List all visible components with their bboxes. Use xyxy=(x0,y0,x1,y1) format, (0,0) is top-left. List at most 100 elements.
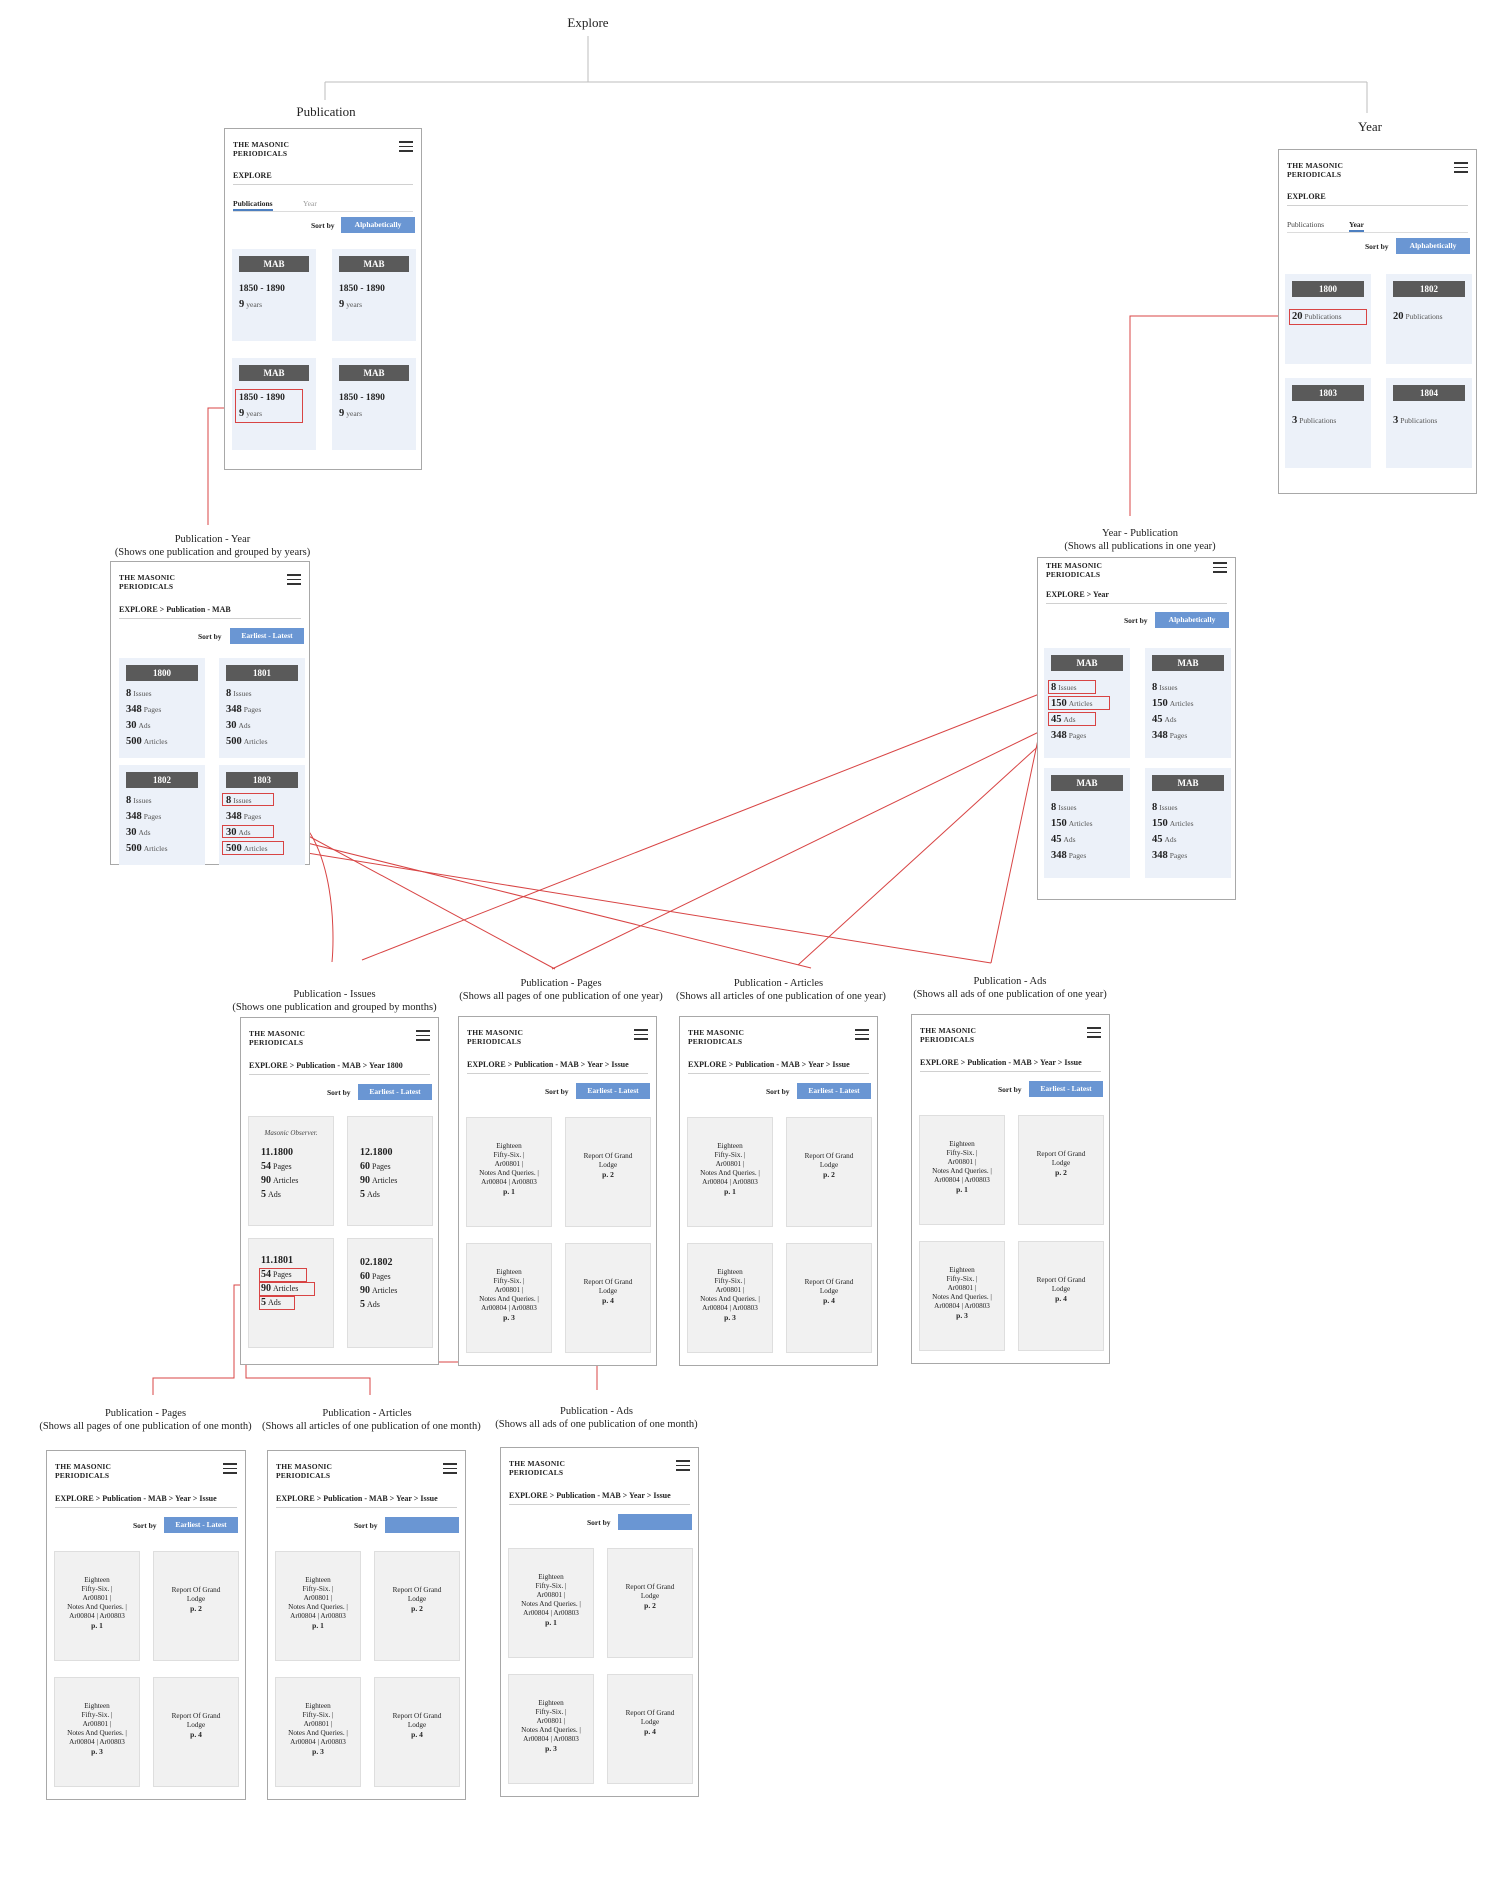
hamburger-icon[interactable] xyxy=(1087,1027,1101,1038)
sort-button[interactable]: Earliest - Latest xyxy=(358,1084,432,1100)
sort-button[interactable]: Earliest - Latest xyxy=(230,628,304,644)
date-range: 1850 - 1890 xyxy=(239,393,285,403)
page-number: p. 1 xyxy=(545,1618,557,1627)
tab-publications[interactable]: Publications xyxy=(1287,220,1325,229)
hamburger-icon[interactable] xyxy=(676,1460,690,1471)
stat-unit: Pages xyxy=(1169,851,1188,860)
tab-year[interactable]: Year xyxy=(1349,220,1364,232)
page-title-line: Report Of Grand xyxy=(392,1586,442,1594)
page-title-line: Lodge xyxy=(640,1592,660,1600)
pages-unit: Pages xyxy=(372,1162,391,1171)
sort-button[interactable]: Alphabetically xyxy=(341,217,415,233)
hamburger-icon[interactable] xyxy=(287,574,301,585)
sort-button[interactable]: Earliest - Latest xyxy=(797,1083,871,1099)
hamburger-icon[interactable] xyxy=(855,1029,869,1040)
stat-unit: Pages xyxy=(1169,731,1188,740)
articles-count: 500 xyxy=(126,736,142,747)
hamburger-icon[interactable] xyxy=(1454,162,1468,173)
sort-button[interactable]: Earliest - Latest xyxy=(164,1517,238,1533)
sort-button[interactable]: Earliest - Latest xyxy=(576,1083,650,1099)
page-title-line: Eighteen xyxy=(949,1140,975,1148)
sort-label: Sort by xyxy=(327,1088,351,1097)
page-number: p. 3 xyxy=(312,1747,324,1756)
page-title-line: Eighteen xyxy=(84,1576,110,1584)
page-title-line: Ar00801 | xyxy=(536,1591,566,1599)
sort-button[interactable]: Earliest - Latest xyxy=(1029,1081,1103,1097)
years-unit: years xyxy=(346,409,363,418)
sort-button[interactable] xyxy=(385,1517,459,1533)
page-number: p. 2 xyxy=(1055,1168,1067,1177)
hamburger-icon[interactable] xyxy=(399,141,413,152)
hamburger-icon[interactable] xyxy=(223,1463,237,1474)
pages-unit: Pages xyxy=(273,1270,292,1279)
ads-unit: Ads xyxy=(138,721,151,730)
issue-date: 12.1800 xyxy=(360,1147,393,1158)
page-title-line: Ar00801 | xyxy=(715,1286,745,1294)
page-title-line: Ar00804 | Ar00803 xyxy=(523,1735,579,1743)
hamburger-icon[interactable] xyxy=(416,1030,430,1041)
sort-button[interactable]: Alphabetically xyxy=(1155,612,1229,628)
tab-year[interactable]: Year xyxy=(303,199,317,208)
hamburger-icon[interactable] xyxy=(634,1029,648,1040)
stat-unit: Articles xyxy=(1169,819,1194,828)
stat-unit: Ads xyxy=(1164,835,1177,844)
sort-button[interactable]: Alphabetically xyxy=(1396,238,1470,254)
page-number: p. 4 xyxy=(602,1296,614,1305)
page-title-line: Notes And Queries. | xyxy=(932,1167,992,1175)
hamburger-icon[interactable] xyxy=(1213,562,1227,573)
page-title-line: Ar00801 | xyxy=(715,1160,745,1168)
articles-unit: Articles xyxy=(143,844,168,853)
hamburger-icon[interactable] xyxy=(443,1463,457,1474)
tab-publications[interactable]: Publications xyxy=(233,199,273,211)
sort-button[interactable] xyxy=(618,1514,692,1530)
